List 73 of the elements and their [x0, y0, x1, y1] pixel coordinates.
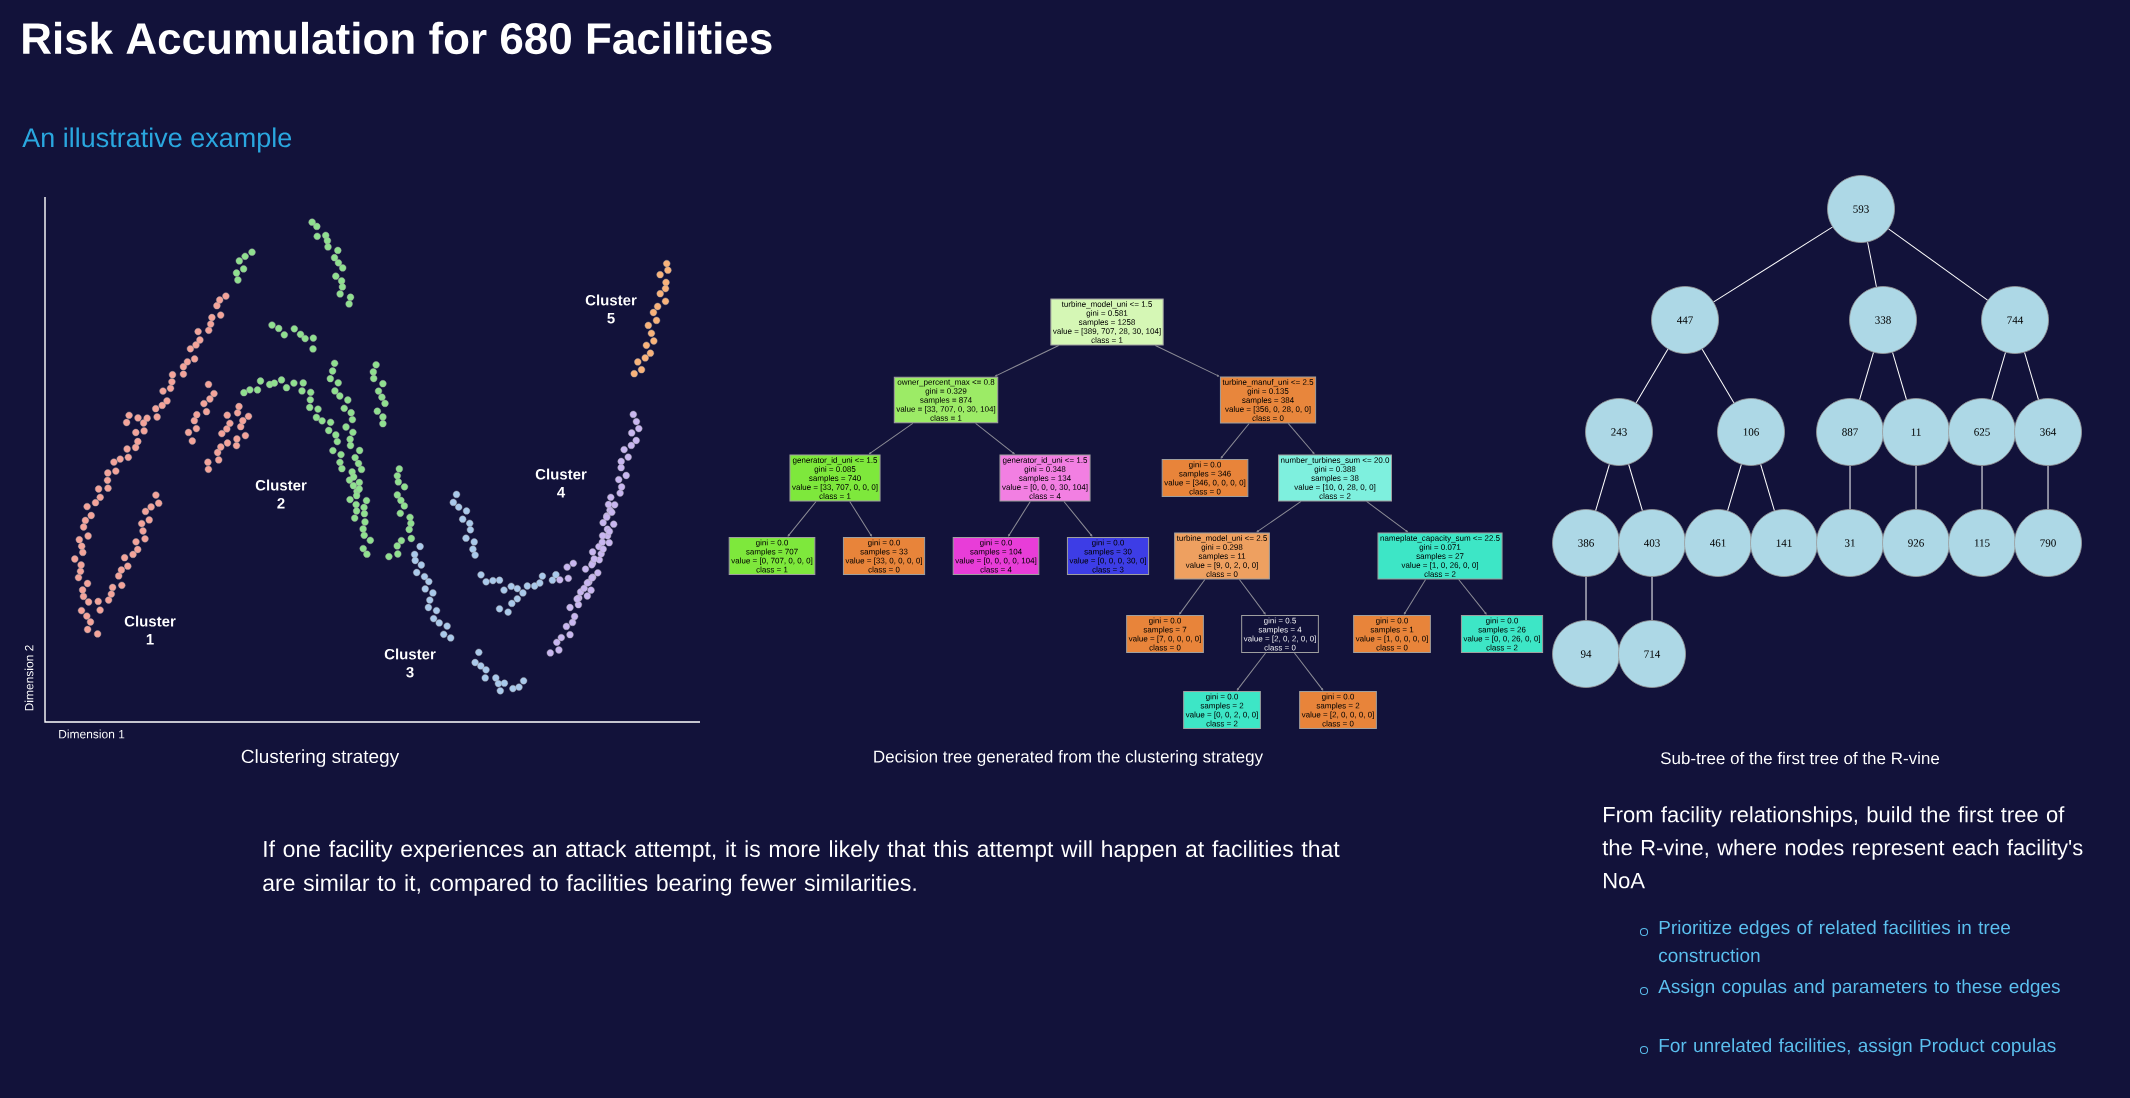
tree-node-box: number_turbines_sum <= 20.0 gini = 0.388 samples = 38 value = [10, 0, 28, 0, 0] class = 2	[1278, 454, 1392, 502]
connector-line	[2047, 465, 2049, 510]
connector-line	[1727, 464, 1742, 511]
cluster-label: Cluster 5	[585, 294, 637, 324]
tree-node-box: gini = 0.0 samples = 26 value = [0, 0, 26, 0, 0] class = 2	[1460, 615, 1544, 653]
connector-line	[1635, 348, 1669, 404]
connector-line	[1849, 465, 1851, 510]
arrow	[1236, 652, 1267, 691]
tree-node-box: turbine_manuf_uni <= 2.5 gini = 0.135 samples = 384 value = [356, 0, 28, 0, 0] class = 0	[1219, 376, 1317, 424]
connector-line	[1628, 464, 1643, 511]
connector-line	[1892, 352, 1907, 400]
slide-title: Risk Accumulation for 680 Facilities	[23, 21, 772, 55]
connector-line	[1713, 226, 1833, 303]
tree-node-box: generator_id_uni <= 1.5 gini = 0.348 samples = 134 value = [0, 0, 0, 30, 104] class = 4	[999, 454, 1091, 502]
arrow	[1293, 652, 1324, 691]
body-text: From facility relationships, build the first tree of the R-vine, where nodes represent each facility's NoA	[1602, 806, 2083, 889]
arrow	[849, 500, 872, 537]
cluster-label: Cluster 2	[255, 479, 307, 509]
bullet-text: Prioritize edges of related facilities in tree construction	[1659, 920, 2010, 963]
connector-line	[1701, 348, 1735, 404]
arrow	[787, 500, 817, 537]
arrow	[1154, 344, 1220, 377]
connector-line	[2024, 352, 2039, 400]
chart-caption: Sub-tree of the first tree of the R-vine	[1660, 751, 1940, 765]
connector-line	[1651, 576, 1653, 621]
arrow	[1220, 422, 1250, 459]
tree-node-box: gini = 0.0 samples = 2 value = [2, 0, 0, 0, 0] class = 0	[1299, 691, 1377, 729]
tree-node-box: gini = 0.0 samples = 33 value = [33, 0, 0, 0, 0] class = 0	[842, 537, 926, 575]
tree-node-box: gini = 0.5 samples = 4 value = [2, 0, 2, 0, 0] class = 0	[1241, 615, 1319, 653]
cluster-label: Cluster 1	[124, 615, 176, 645]
arrow	[1256, 500, 1302, 533]
arrow	[1366, 500, 1409, 533]
connector-line	[1888, 228, 1989, 301]
body-text: If one facility experiences an attack attempt, it is more likely that this attempt will happen at facilities that are similar to it, compared to facilities bearing fewer similarities.	[263, 840, 1340, 896]
connector-line	[1915, 465, 1917, 510]
tree-node-box: generator_id_uni <= 1.5 gini = 0.085 samples = 740 value = [33, 707, 0, 0, 0] class = 1	[789, 454, 881, 502]
arrow	[975, 422, 1015, 455]
chart-caption: Clustering strategy	[241, 749, 400, 767]
arrow	[868, 422, 914, 455]
bullet-text: Assign copulas and parameters to these edges	[1658, 979, 2060, 997]
arrow	[1238, 578, 1266, 615]
chart-caption: Decision tree generated from the clustering strategy	[874, 750, 1264, 766]
cluster-label: Cluster 3	[384, 648, 436, 678]
connector-line	[1981, 465, 1983, 510]
tree-node-box: gini = 0.0 samples = 7 value = [7, 0, 0, 0, 0] class = 0	[1126, 615, 1204, 653]
tree-node-box: gini = 0.0 samples = 707 value = [0, 707, 0, 0, 0] class = 1	[728, 537, 816, 575]
arrow	[1179, 578, 1206, 615]
tree-node-box: gini = 0.0 samples = 1 value = [1, 0, 0, 0, 0] class = 0	[1353, 615, 1431, 653]
connector-line	[1867, 241, 1877, 288]
axis-label: Dimension 1	[59, 729, 125, 739]
arrow	[994, 344, 1060, 377]
connector-line	[1585, 576, 1587, 621]
connector-line	[1595, 464, 1610, 511]
tree-node-box: gini = 0.0 samples = 104 value = [0, 0, 0, 0, 104] class = 4	[952, 537, 1040, 575]
tree-node-box: turbine_model_uni <= 2.5 gini = 0.298 samples = 11 value = [9, 0, 2, 0, 0] class = 0	[1174, 532, 1270, 580]
axis-label: Dimension 2	[24, 645, 34, 711]
arrow	[1287, 422, 1315, 455]
tree-node-box: nameplate_capacity_sum <= 22.5 gini = 0.071 samples = 27 value = [1, 0, 26, 0, 0] class = 2	[1377, 532, 1503, 580]
connector-line	[1859, 352, 1874, 400]
tree-node-box: gini = 0.0 samples = 2 value = [0, 0, 2, 0, 0] class = 2	[1183, 691, 1261, 729]
arrow	[1063, 500, 1093, 537]
connector-line	[1991, 352, 2006, 400]
cluster-label: Cluster 4	[535, 468, 587, 498]
subtitle: An illustrative example	[22, 127, 292, 153]
connector-line	[1760, 464, 1775, 511]
tree-node-box: gini = 0.0 samples = 346 value = [346, 0, 0, 0, 0] class = 0	[1161, 459, 1249, 497]
tree-node-box: turbine_model_uni <= 1.5 gini = 0.581 samples = 1258 value = [389, 707, 28, 30, 104] class = 1	[1050, 298, 1164, 346]
tree-node-box: owner_percent_max <= 0.8 gini = 0.329 samples = 874 value = [33, 707, 0, 30, 104] class = 1	[893, 376, 999, 424]
arrow	[1458, 578, 1487, 615]
tree-node-box: gini = 0.0 samples = 30 value = [0, 0, 0, 30, 0] class = 3	[1066, 537, 1150, 575]
arrow	[1403, 578, 1427, 615]
bullet-text: For unrelated facilities, assign Product copulas	[1659, 1038, 2056, 1056]
arrow	[1008, 500, 1031, 537]
